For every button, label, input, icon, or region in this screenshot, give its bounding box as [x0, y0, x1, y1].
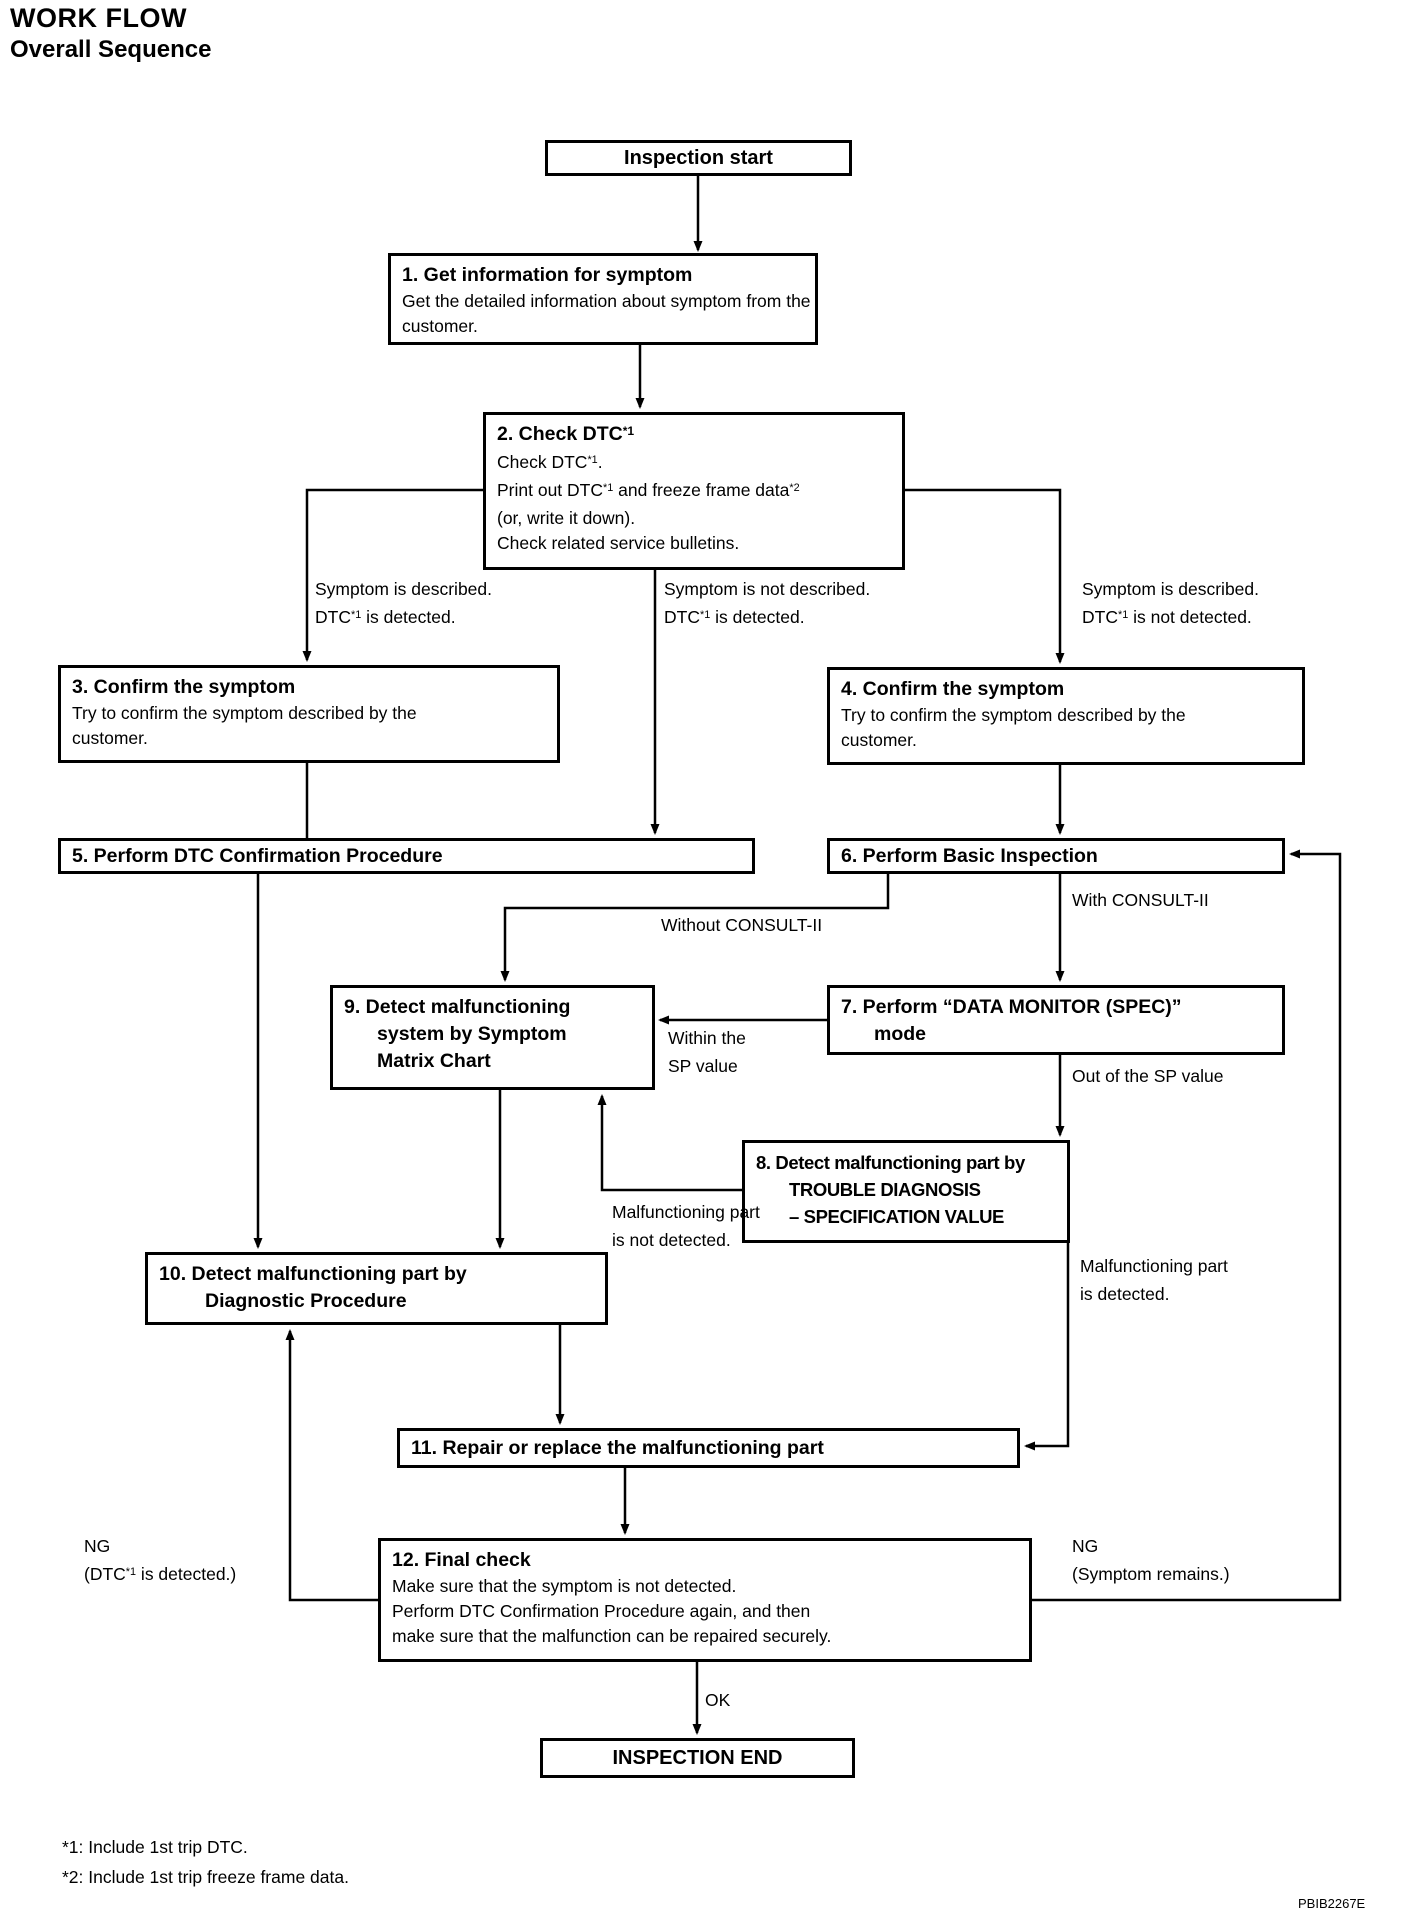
- node-title: 5. Perform DTC Confirmation Procedure: [72, 844, 443, 867]
- figure-ref-code: PBIB2267E: [1298, 1896, 1366, 1911]
- node-step-11: 11. Repair or replace the malfunctioning…: [397, 1428, 1020, 1468]
- node-step-12: 12. Final check Make sure that the sympt…: [378, 1538, 1032, 1662]
- edge-label-ng-dtc-detected: NG(DTC*1 is detected.): [84, 1536, 237, 1584]
- node-step-5: 5. Perform DTC Confirmation Procedure: [58, 838, 755, 874]
- edge-label-without-consult: Without CONSULT-II: [661, 915, 823, 935]
- node-body: Try to confirm the symptom described by …: [72, 703, 417, 748]
- page-title-line1: WORK FLOW: [10, 3, 187, 33]
- node-inspection-end: INSPECTION END: [540, 1738, 855, 1778]
- node-title: 7. Perform “DATA MONITOR (SPEC)”mode: [841, 996, 1182, 1045]
- node-title: 1. Get information for symptom: [402, 264, 693, 286]
- edge-label-out-of-sp-value: Out of the SP value: [1072, 1066, 1224, 1086]
- node-title: 12. Final check: [392, 1549, 531, 1571]
- node-step-4: 4. Confirm the symptom Try to confirm th…: [827, 667, 1305, 765]
- node-body: Make sure that the symptom is not detect…: [392, 1576, 832, 1646]
- edge-label-ok: OK: [705, 1690, 731, 1710]
- edge-2-to-3: [302, 488, 483, 662]
- page-title: WORK FLOW Overall Sequence: [10, 2, 211, 65]
- edge-6-to-9: [500, 874, 890, 982]
- node-label: Inspection start: [624, 146, 773, 169]
- node-inspection-start: Inspection start: [545, 140, 852, 176]
- node-title: 6. Perform Basic Inspection: [841, 844, 1098, 867]
- node-body: Try to confirm the symptom described by …: [841, 705, 1186, 750]
- edge-label-ng-symptom-remains: NG(Symptom remains.): [1072, 1536, 1230, 1584]
- edge-8-to-9: [597, 1094, 742, 1192]
- edge-ng-left-12-to-10: [285, 1329, 378, 1602]
- node-body: Get the detailed information about sympt…: [402, 291, 811, 336]
- node-step-6: 6. Perform Basic Inspection: [827, 838, 1285, 874]
- node-title: 2. Check DTC*1: [497, 423, 635, 445]
- node-step-2: 2. Check DTC*1 Check DTC*1.Print out DTC…: [483, 412, 905, 570]
- node-title: 3. Confirm the symptom: [72, 676, 296, 698]
- edge-label-symptom-described-dtc-not-detected: Symptom is described.DTC*1 is not detect…: [1082, 579, 1260, 627]
- node-label: INSPECTION END: [612, 1746, 783, 1769]
- footnotes: *1: Include 1st trip DTC.*2: Include 1st…: [62, 1837, 349, 1887]
- edge-label-symptom-not-described-dtc-detected: Symptom is not described.DTC*1 is detect…: [664, 579, 871, 627]
- node-title: 11. Repair or replace the malfunctioning…: [411, 1436, 824, 1459]
- edge-label-symptom-described-dtc-detected: Symptom is described.DTC*1 is detected.: [315, 579, 493, 627]
- node-step-3: 3. Confirm the symptom Try to confirm th…: [58, 665, 560, 763]
- edge-2-to-4: [905, 488, 1065, 664]
- edge-8-to-11: [1024, 1243, 1070, 1451]
- node-title: 4. Confirm the symptom: [841, 678, 1065, 700]
- node-body: Check DTC*1.Print out DTC*1 and freeze f…: [497, 452, 800, 553]
- node-step-1: 1. Get information for symptom Get the d…: [388, 253, 818, 345]
- edge-ng-right-12-to-6: [1032, 849, 1342, 1602]
- edge-label-with-consult: With CONSULT-II: [1072, 890, 1209, 910]
- node-step-7: 7. Perform “DATA MONITOR (SPEC)”mode: [827, 985, 1285, 1055]
- page-title-line2: Overall Sequence: [10, 36, 212, 63]
